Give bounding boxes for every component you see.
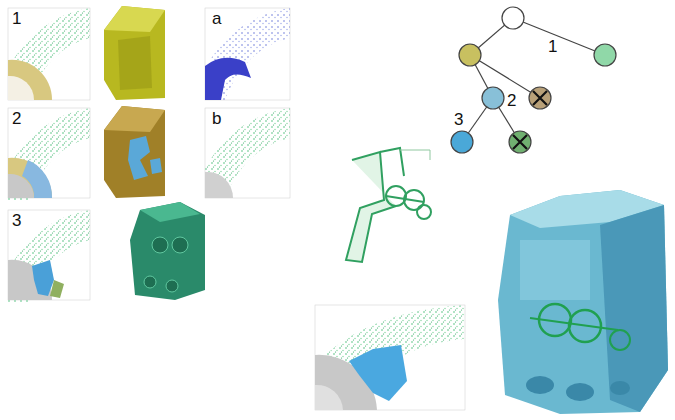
engine-render-green xyxy=(130,202,205,300)
thumbnail-a xyxy=(205,8,290,100)
engine-render-cyan xyxy=(498,190,668,414)
panel-label: 3 xyxy=(10,212,23,230)
panel-label: 2 xyxy=(10,110,23,128)
panel-label: b xyxy=(210,110,223,128)
thumbnail-3 xyxy=(8,210,90,302)
hierarchy-tree xyxy=(451,7,616,153)
panel-label: 1 xyxy=(10,10,23,28)
level-number: 2 xyxy=(505,92,518,110)
thumbnail-1 xyxy=(8,8,90,100)
panel-label: a xyxy=(210,10,223,28)
thumbnail-large xyxy=(315,305,465,410)
level-number: 1 xyxy=(546,38,559,56)
volume-render-2 xyxy=(104,106,165,198)
level-number: 3 xyxy=(452,111,465,129)
engine-part-render xyxy=(346,148,431,262)
thumbnail-2 xyxy=(8,108,90,200)
volume-render-1 xyxy=(104,6,165,100)
thumbnail-b xyxy=(205,108,290,198)
